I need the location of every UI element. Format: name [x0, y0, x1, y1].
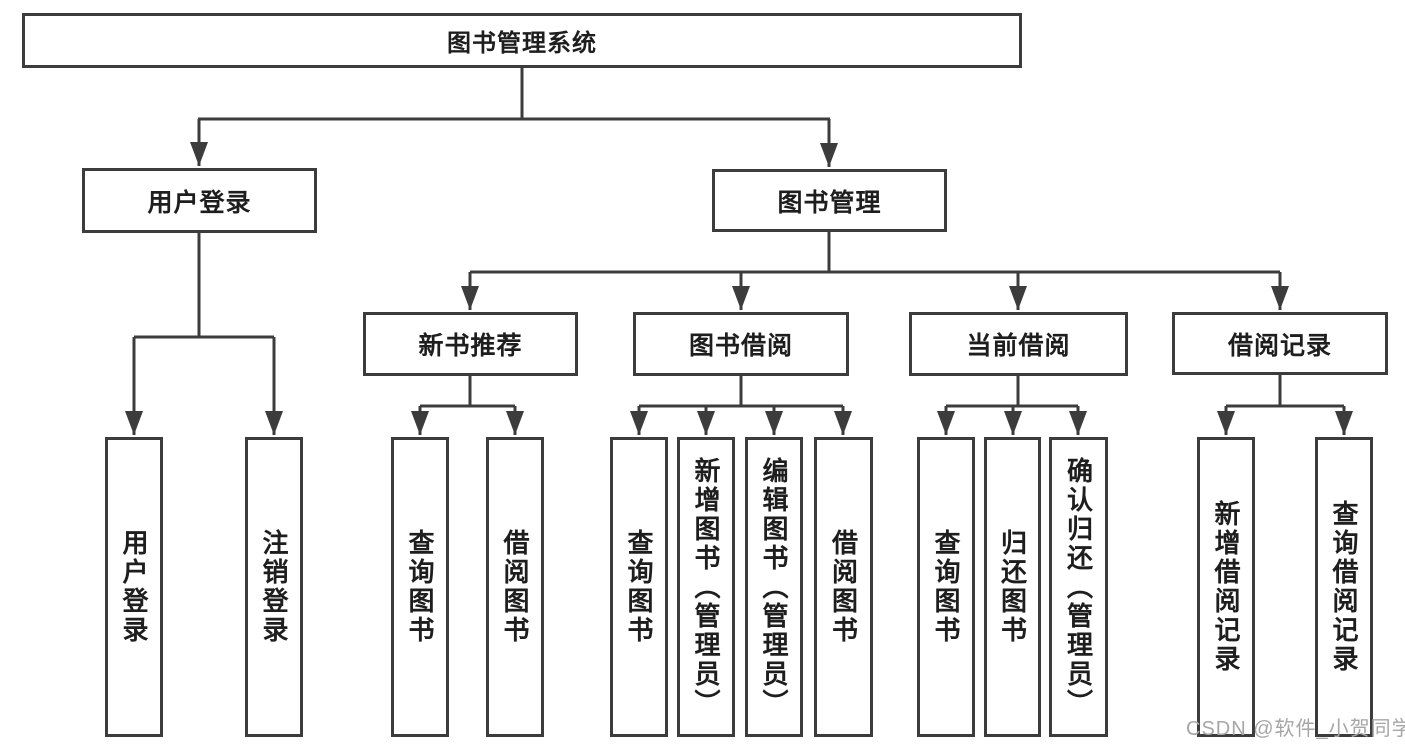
leaf-borrow-books-recommend: 借阅图书	[486, 437, 544, 737]
csdn-watermark: CSDN @软件_小贺同学	[1186, 718, 1405, 740]
leaf-logout: 注销登录	[245, 437, 303, 737]
node-current-borrow: 当前借阅	[909, 312, 1128, 376]
node-root-library-system: 图书管理系统	[22, 13, 1022, 68]
leaf-user-login: 用户登录	[105, 437, 163, 737]
leaf-query-books-borrow: 查询图书	[610, 437, 668, 737]
leaf-add-book-admin: 新增图书（管理员）	[677, 437, 735, 737]
node-borrow-records: 借阅记录	[1172, 312, 1388, 375]
leaf-return-book: 归还图书	[984, 437, 1041, 737]
node-new-book-recommend: 新书推荐	[363, 312, 578, 376]
leaf-query-borrow-record: 查询借阅记录	[1315, 437, 1373, 737]
node-book-borrow: 图书借阅	[633, 312, 849, 376]
node-user-login: 用户登录	[82, 168, 317, 233]
leaf-query-books-current: 查询图书	[917, 437, 975, 737]
leaf-edit-book-admin: 编辑图书（管理员）	[745, 437, 803, 737]
node-book-management: 图书管理	[712, 169, 947, 232]
leaf-confirm-return-admin: 确认归还（管理员）	[1049, 437, 1108, 737]
leaf-borrow-book: 借阅图书	[814, 437, 873, 737]
leaf-query-books-recommend: 查询图书	[391, 437, 449, 737]
leaf-add-borrow-record: 新增借阅记录	[1197, 437, 1255, 737]
